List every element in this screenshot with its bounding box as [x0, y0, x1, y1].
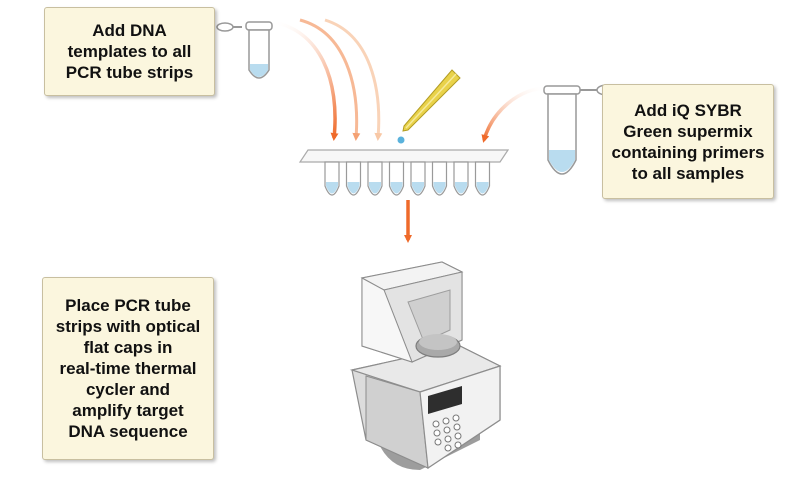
supermix-arrow	[481, 86, 549, 143]
step-thermal-cycler-label: Place PCR tube strips with optical flat …	[42, 277, 214, 460]
strip-tube-liquid	[326, 182, 338, 194]
strip-tube-liquid	[433, 182, 446, 194]
pipette-icon	[397, 69, 461, 144]
template-arrows	[271, 18, 383, 141]
thermal-cycler-icon	[349, 261, 502, 470]
strip-tube-liquid	[347, 182, 360, 194]
strip-tube-liquid	[390, 182, 403, 194]
strip-tube-liquid	[412, 182, 424, 194]
template-tube-icon	[216, 21, 273, 79]
step-add-templates-text: Add DNA templates to all PCR tube strips	[65, 21, 194, 82]
strip-tube-liquid	[476, 182, 489, 194]
strip-tube-liquid	[369, 182, 381, 194]
step-add-supermix-text: Add iQ SYBR Green supermix containing pr…	[611, 100, 765, 183]
step-thermal-cycler-text: Place PCR tube strips with optical flat …	[55, 296, 201, 441]
step-add-templates-label: Add DNA templates to all PCR tube strips	[44, 7, 215, 96]
tube-strip-icon	[298, 149, 510, 196]
strip-tube-liquid	[455, 182, 467, 194]
supermix-tube-icon	[543, 84, 618, 175]
step-add-supermix-label: Add iQ SYBR Green supermix containing pr…	[602, 84, 774, 199]
